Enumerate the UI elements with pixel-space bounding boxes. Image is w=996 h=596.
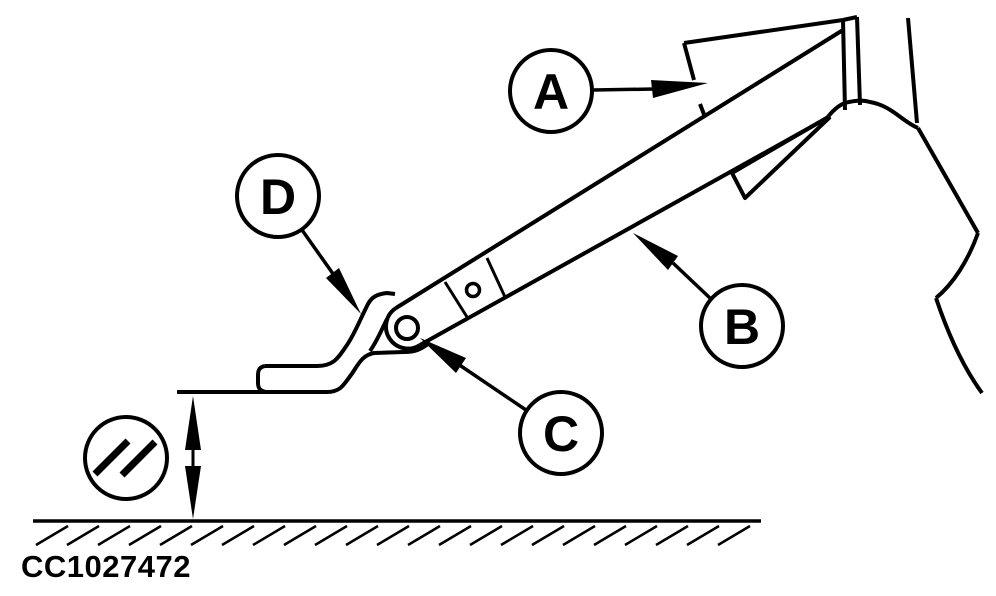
ground-hatching	[35, 524, 751, 547]
arrowhead-icon	[633, 233, 678, 270]
ground	[33, 519, 761, 547]
pivot-pin	[394, 315, 420, 341]
callout-label-d: D	[260, 169, 296, 225]
arrowhead-icon	[651, 80, 708, 98]
callout-d: D	[235, 153, 361, 314]
callout-c: C	[420, 338, 604, 476]
tractor-body	[825, 15, 984, 395]
arrowhead-icon	[326, 268, 361, 314]
callout-label-a: A	[533, 64, 569, 120]
down-arrowhead-icon	[185, 466, 201, 519]
double-slash-icon	[83, 415, 169, 501]
callout-label-b: B	[724, 299, 760, 355]
latch-bracket	[256, 291, 430, 394]
callout-circle-c	[518, 390, 604, 476]
callout-a: A	[508, 48, 708, 134]
wheel-outline	[934, 297, 984, 395]
machine-artwork	[177, 15, 984, 395]
figure-id: CC1027472	[21, 549, 191, 584]
up-arrowhead-icon	[185, 396, 201, 450]
dimension-arrow	[185, 396, 201, 519]
arm-hole	[464, 281, 482, 299]
callout-circle-a	[508, 48, 594, 134]
callout-circle-b	[699, 283, 785, 369]
callout-label-c: C	[543, 406, 579, 462]
arrowhead-icon	[420, 338, 466, 373]
panel-plate	[682, 18, 844, 200]
callout-b: B	[633, 233, 785, 369]
callout-circle-d	[235, 153, 321, 239]
